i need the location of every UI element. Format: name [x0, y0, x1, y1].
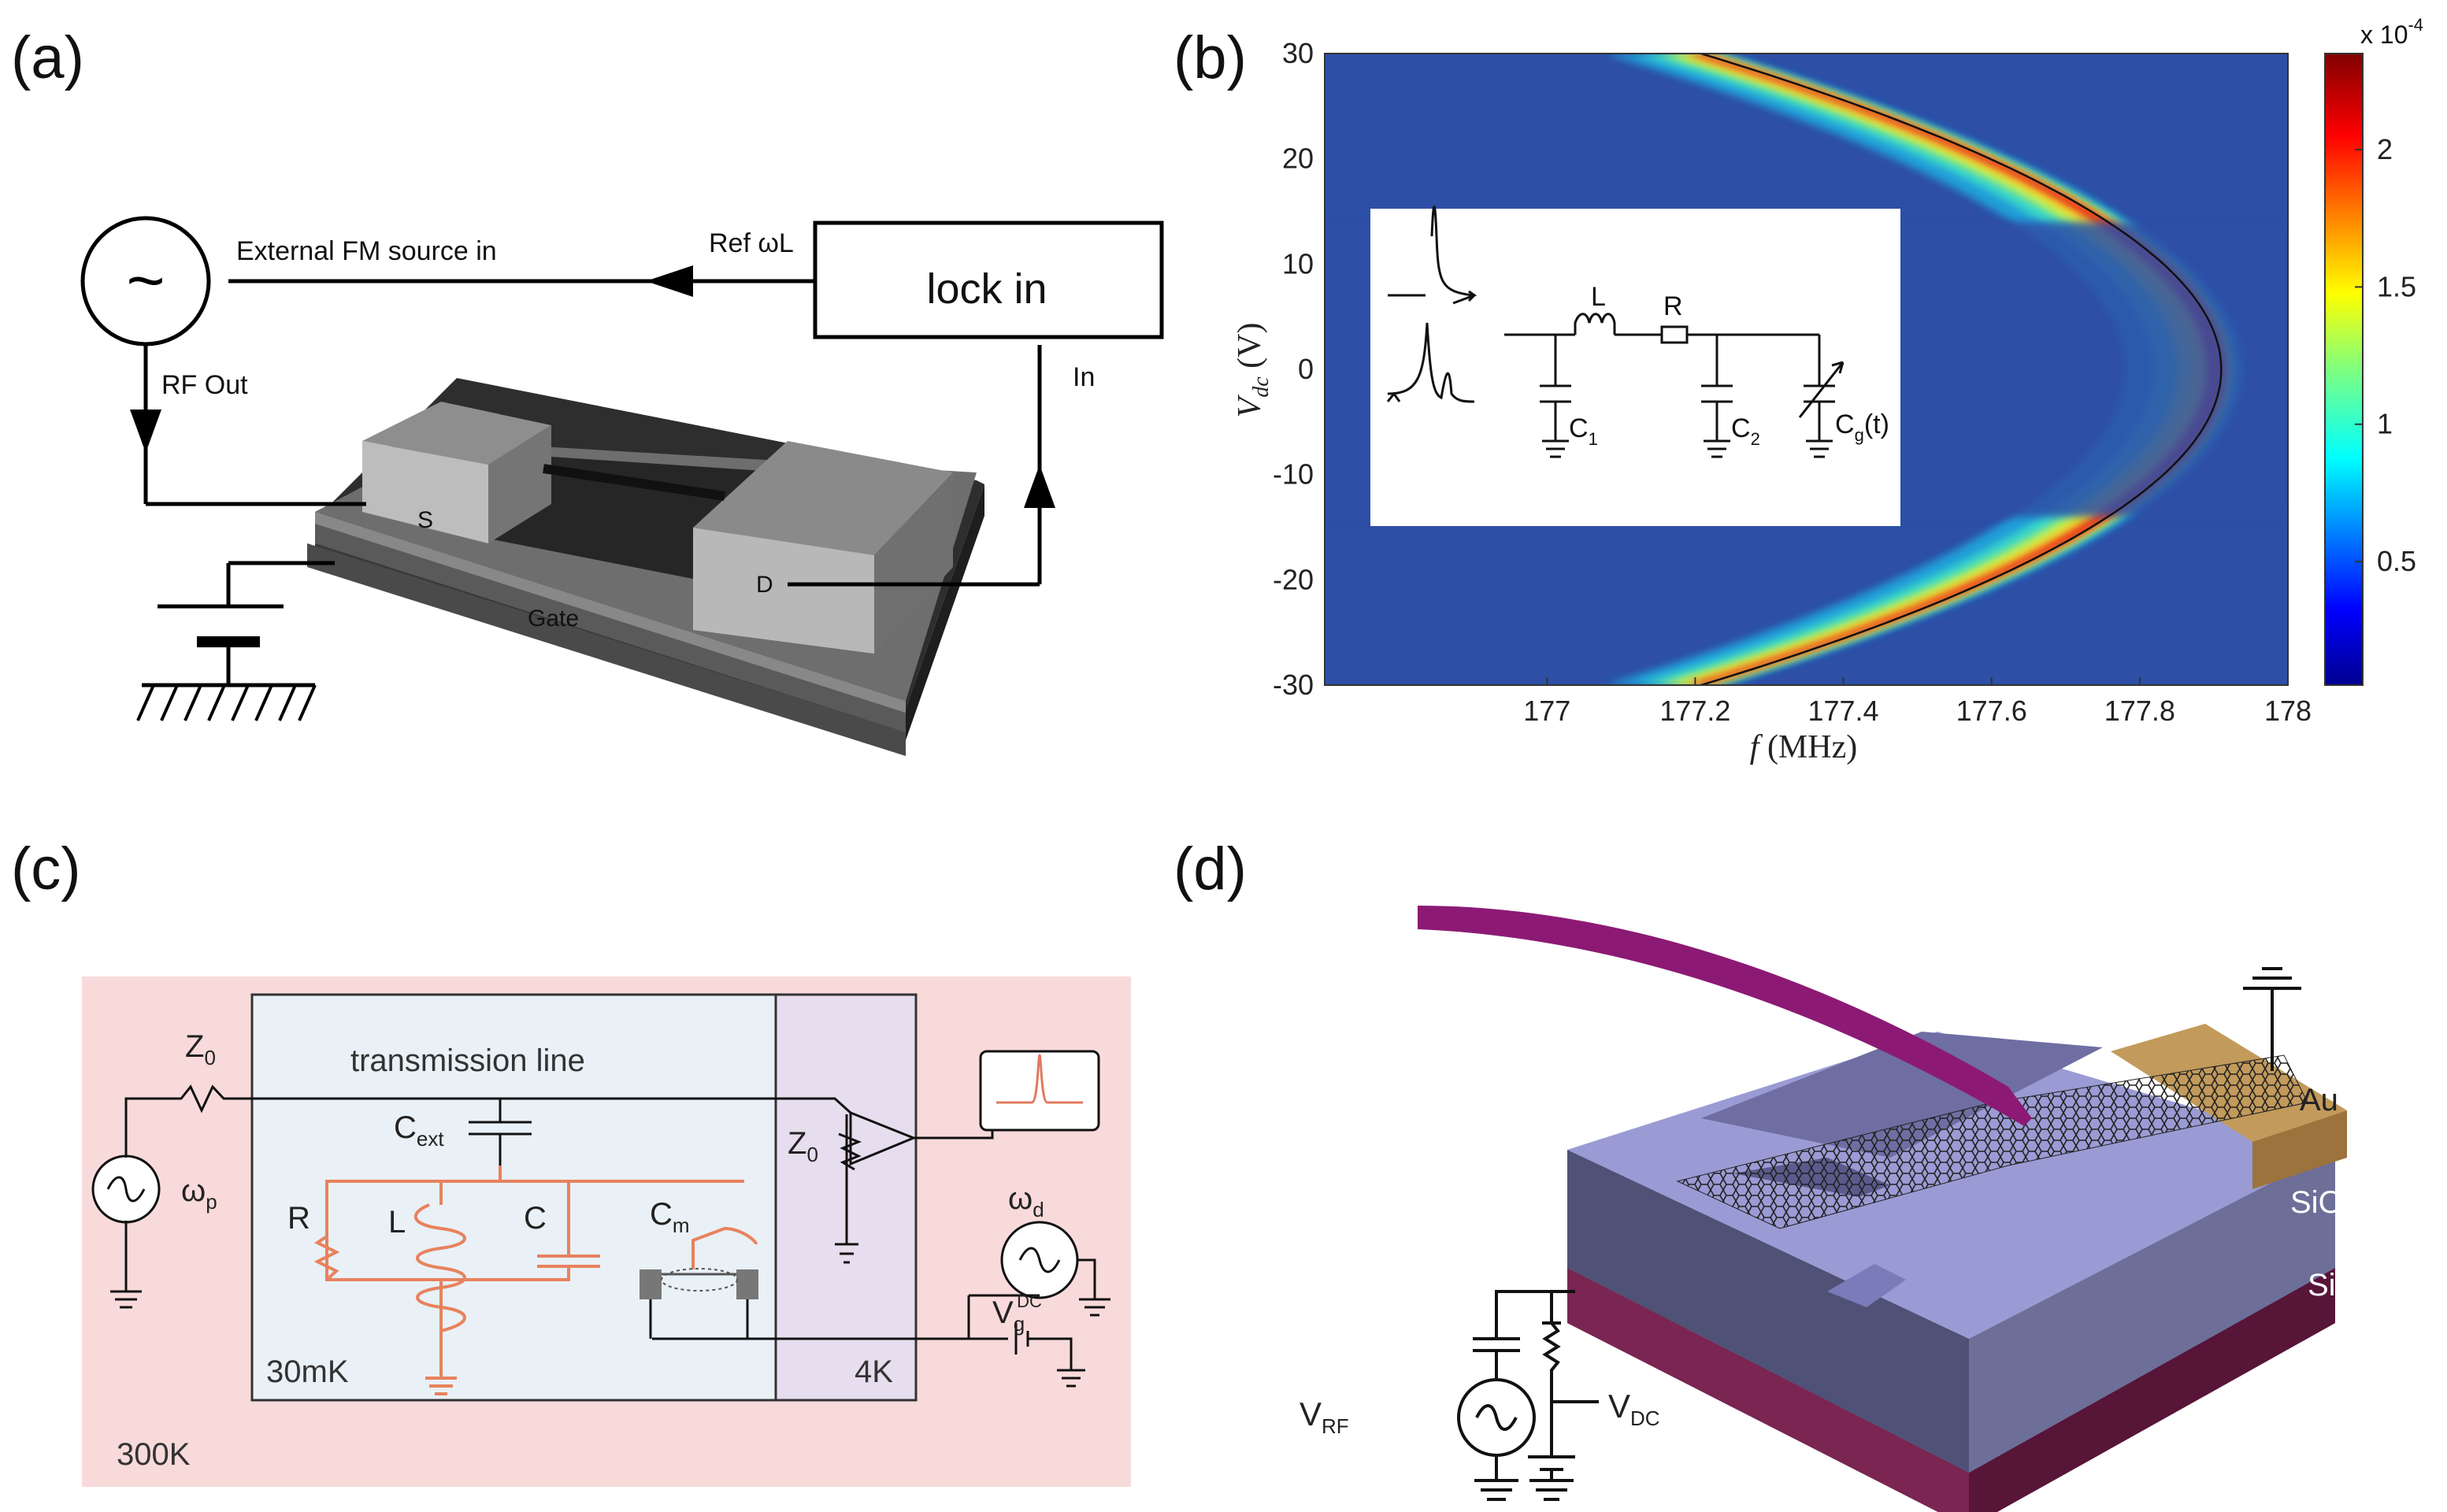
inset-L-label: L: [1591, 282, 1606, 312]
colorbar-tick-label: 1.5: [2377, 270, 2416, 302]
chart-ticks: 177 177.2 177.4 177.6 177.8 178 30 20 10 0 -10 -20 -…: [1273, 37, 2312, 727]
colorbar-multiplier: x 10-4: [2360, 15, 2423, 49]
au-label: Au: [2300, 1083, 2338, 1117]
omega-p-label: ωp: [181, 1173, 217, 1214]
x-tick-label: 177.6: [1956, 695, 2027, 727]
panel-a-diagram: S D Gate ~ lock in External FM source in…: [80, 216, 1164, 756]
cm-label: Cm: [650, 1197, 690, 1237]
y-axis-label: Vdc (V): [1232, 323, 1274, 418]
lockin-box: [813, 220, 1164, 339]
colorbar-tick-label: 0.5: [2377, 545, 2416, 577]
vdc-label: VDC: [1608, 1388, 1660, 1430]
vg-label: VgDC: [992, 1292, 1042, 1336]
lockin-label: lock in: [926, 265, 1047, 313]
si-label: Si: [2308, 1268, 2336, 1303]
y-tick-label: 10: [1282, 247, 1314, 280]
y-tick-label: -10: [1273, 458, 1314, 491]
vrf-label: VRF: [1300, 1395, 1349, 1438]
y-tick-label: 20: [1282, 143, 1314, 175]
y-tick-label: -20: [1273, 563, 1314, 595]
panel-d-diagram: Au SiO2 Si VRF VDC: [1300, 906, 2354, 1512]
colorbar: [2324, 53, 2364, 686]
x-tick-label: 177.4: [1807, 695, 1878, 727]
colorbar-tick-label: 2: [2377, 133, 2393, 165]
panel-a-wires: [143, 279, 1042, 685]
panel-c-label: (c): [11, 836, 81, 902]
ref-arrowhead: [646, 265, 693, 297]
panel-c-diagram: Z0 transmission line Cext ωp R L C Cm Z0…: [82, 976, 1131, 1487]
device-stack: [307, 378, 984, 756]
external-fm-label: External FM source in: [236, 236, 497, 266]
d-label: D: [756, 572, 773, 598]
z0-left-label: Z0: [185, 1029, 216, 1069]
colorbar-ticks: 2 1.5 1 0.5: [2355, 133, 2416, 577]
inset-R-label: R: [1663, 291, 1683, 321]
cm-resonator: [640, 1268, 758, 1339]
panel-a-label: (a): [11, 24, 84, 91]
x-tick-label: 177.8: [2104, 695, 2175, 727]
temp-300k-label: 300K: [117, 1437, 191, 1472]
gate-label: Gate: [528, 606, 579, 632]
gate-battery: [136, 604, 317, 721]
temp-4k-label: 4K: [855, 1354, 893, 1389]
z0-right-label: Z0: [788, 1126, 818, 1166]
rf-out-arrowhead: [130, 410, 161, 453]
y-tick-label: 30: [1282, 37, 1314, 69]
resonance-curve: [1700, 54, 2223, 685]
panel-b-chart: 177 177.2 177.4 177.6 177.8 178 30 20 10 0 -10 -20 -…: [1232, 15, 2423, 765]
x-tick-label: 178: [2264, 695, 2312, 727]
fm-source-symbol: ~: [126, 243, 165, 317]
panel-d-label: (d): [1173, 836, 1247, 902]
x-tick-label: 177: [1523, 695, 1570, 727]
inset-circuit: L R C1 C2 Cg(t): [1370, 206, 1900, 526]
afm-cantilever: [1418, 906, 2032, 1126]
transmission-line-label: transmission line: [350, 1043, 585, 1078]
inset-Cg-label: Cg(t): [1835, 410, 1889, 445]
y-tick-label: -30: [1273, 669, 1314, 701]
inset-C1-label: C1: [1569, 413, 1598, 449]
ref-label: Ref ωL: [709, 228, 794, 258]
omega-d-label: ωd: [1008, 1181, 1044, 1221]
sio2-label: SiO2: [2290, 1185, 2354, 1225]
s-label: S: [417, 507, 433, 533]
cext-label: Cext: [394, 1110, 444, 1151]
in-arrowhead: [1024, 465, 1055, 508]
x-axis-label: f (MHz): [1750, 729, 1857, 765]
c-label: C: [524, 1201, 547, 1236]
y-tick-label: 0: [1298, 353, 1314, 385]
r-label: R: [287, 1201, 310, 1236]
temp-30mk-label: 30mK: [266, 1354, 349, 1389]
l-label: L: [388, 1205, 406, 1240]
in-label: In: [1073, 362, 1095, 392]
panel-b-label: (b): [1173, 24, 1247, 91]
fm-source-circle: [80, 216, 211, 346]
colorbar-tick-label: 1: [2377, 408, 2393, 440]
rf-out-label: RF Out: [161, 370, 248, 400]
x-tick-label: 177.2: [1659, 695, 1730, 727]
inset-C2-label: C2: [1731, 413, 1760, 449]
